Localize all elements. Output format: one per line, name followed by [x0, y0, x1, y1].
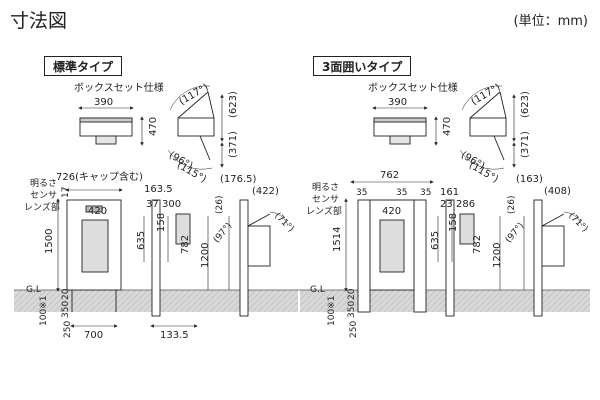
std-dim-700: 700	[84, 330, 103, 341]
tri-dim-782: 782	[472, 235, 483, 254]
std-gl: G.L	[26, 285, 41, 295]
std-sensor-label-1: 明るさ	[30, 178, 57, 189]
tri-box-h: 470	[442, 117, 453, 136]
std-dim-26: (26)	[215, 196, 225, 214]
tri-dim-371: (371)	[520, 131, 531, 158]
std-dim-623: (623)	[228, 91, 239, 118]
tri-dim-161: 161	[440, 187, 459, 198]
tri-dim-20: 20	[347, 288, 357, 300]
std-sensor-label-2: センサ	[30, 190, 57, 201]
page-title: 寸法図	[10, 10, 68, 32]
std-dim-371: (371)	[228, 131, 239, 158]
std-dim-635: 635	[136, 231, 147, 250]
std-box-set-label: ボックスセット仕様	[74, 81, 164, 94]
tri-dim-35b: 35	[396, 188, 407, 198]
std-sensor-label-3: レンズ部	[24, 201, 60, 213]
std-w726: 726(キャップ含む)	[56, 170, 143, 183]
std-angle-71: (71°)	[272, 211, 295, 234]
tri-angle-97: (97°)	[504, 221, 526, 245]
std-dim-176-5: (176.5)	[220, 174, 257, 185]
std-dim-1500: 1500	[44, 229, 55, 254]
tri-sensor-label-2: センサ	[312, 194, 339, 205]
tri-w762: 762	[380, 170, 399, 181]
tri-gl: G.L	[310, 285, 325, 295]
std-dim-300: 300	[162, 199, 181, 210]
tri-sensor-label-1: 明るさ	[312, 182, 339, 193]
tri-dim-250: 250	[349, 321, 359, 338]
tri-box-w: 390	[388, 97, 407, 108]
std-dim-158: 158	[156, 213, 167, 232]
std-dim-350: 350	[61, 301, 71, 318]
tri-dim-163: (163)	[516, 174, 543, 185]
std-dim-782: 782	[180, 235, 191, 254]
std-box-h: 470	[148, 117, 159, 136]
tri-dim-158: 158	[448, 213, 459, 232]
unit-label: (単位：mm)	[513, 14, 588, 29]
std-dim-20: 20	[61, 288, 71, 300]
standard-type-drawing	[56, 85, 289, 328]
std-angle-97: (97°)	[212, 221, 234, 245]
tri-dim-623: (623)	[520, 91, 531, 118]
tri-dim-35c: 35	[420, 188, 431, 198]
std-box-w: 390	[94, 97, 113, 108]
std-dim-163-5: 163.5	[144, 184, 173, 195]
std-dim-17: 17	[61, 187, 71, 198]
std-dim-1200: 1200	[200, 243, 211, 268]
std-dim-420: 420	[88, 206, 107, 217]
tri-dim-635: 635	[430, 231, 441, 250]
tri-dim-23: 23	[440, 199, 453, 210]
std-dim-37: 37	[146, 199, 159, 210]
tri-dim-35a: 35	[356, 188, 367, 198]
standard-type-title: 標準タイプ	[44, 56, 123, 76]
std-dim-133-5: 133.5	[160, 330, 189, 341]
ground-band-three-side	[300, 290, 590, 312]
three-side-type-title: 3面囲いタイプ	[313, 56, 412, 76]
tri-box-set-label: ボックスセット仕様	[368, 81, 458, 94]
three-side-type-drawing	[344, 85, 583, 317]
tri-angle-71: (71°)	[566, 211, 589, 234]
tri-sensor-label-3: レンズ部	[306, 205, 342, 217]
tri-dim-1514: 1514	[332, 227, 343, 252]
tri-dim-26: (26)	[507, 196, 517, 214]
tri-dim-350: 350	[347, 301, 357, 318]
std-dim-422: (422)	[252, 186, 279, 197]
tri-dim-100: 100※1	[327, 296, 337, 326]
tri-dim-420: 420	[382, 206, 401, 217]
tri-dim-408: (408)	[544, 186, 571, 197]
std-dim-100: 100※1	[39, 296, 49, 326]
std-dim-250: 250	[63, 321, 73, 338]
tri-dim-286: 286	[456, 199, 475, 210]
tri-dim-1200: 1200	[492, 243, 503, 268]
